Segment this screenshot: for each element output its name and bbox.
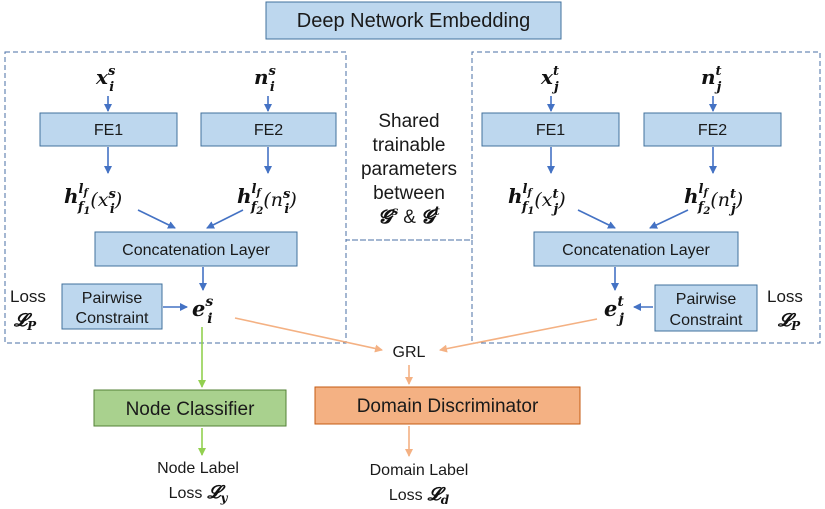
node-classifier-box [93,389,287,427]
source-fe1-box [39,112,178,147]
shared-graph-symbols: 𝓖s&𝓖t [378,204,440,228]
source-loss-word: Loss [10,287,46,306]
shared-dashed-boundary [4,51,821,344]
shared-parameters-note: Shared trainable parameters between 𝓖s&𝓖… [361,111,457,228]
source-loss-p: 𝓛P [13,310,37,333]
source-to-grl-arrow [234,317,383,353]
target-concat-box [533,231,739,267]
target-fe2-box [643,112,782,147]
target-loss-word: Loss [767,287,803,306]
target-pairwise-line2: Constraint [670,312,743,329]
domain-label-loss-line1: Domain Label [370,462,469,479]
target-pairwise-box [654,284,758,332]
source-fe2-label: FE2 [254,122,283,139]
source-fe1-label: FE1 [94,122,123,139]
node-label-loss-line1: Node Label [157,460,239,477]
target-concat-label: Concatenation Layer [562,242,710,259]
domain-discriminator-label: Domain Discriminator [357,396,539,417]
source-fe2-box [200,112,337,147]
shared-line3: parameters [361,159,457,180]
source-pairwise-line2: Constraint [76,310,149,327]
title-label: Deep Network Embedding [297,10,530,32]
shared-line1: Shared [378,111,439,132]
title-box: Deep Network Embedding [265,1,562,40]
target-to-grl-arrow [439,318,598,353]
domain-discriminator-box [314,386,581,425]
source-pairwise-line1: Pairwise [82,290,143,307]
target-pairwise-line1: Pairwise [676,291,737,308]
target-loss-p: 𝓛P [777,310,801,333]
source-concat-box [94,231,298,267]
target-fe1-label: FE1 [536,122,565,139]
shared-line4: between [373,183,445,204]
target-fe2-label: FE2 [698,122,727,139]
target-fe1-box [481,112,620,147]
grl-label: GRL [393,344,426,361]
shared-line2: trainable [373,135,446,156]
source-concat-label: Concatenation Layer [122,242,270,259]
node-classifier-label: Node Classifier [126,399,255,420]
source-pairwise-box [61,283,163,330]
